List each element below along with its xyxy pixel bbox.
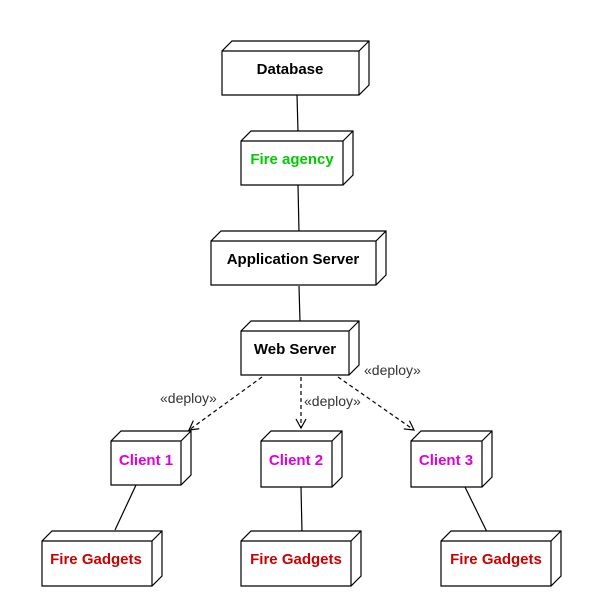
client2-to-gadgets-line bbox=[300, 486, 303, 533]
client1-to-gadgets-line bbox=[114, 484, 137, 531]
web-server-node[interactable]: Web Server bbox=[240, 320, 360, 376]
fire-gadgets-3-label: Fire Gadgets bbox=[450, 551, 542, 568]
client-2-node[interactable]: Client 2 bbox=[260, 430, 343, 488]
fire-gadgets-2-node[interactable]: Fire Gadgets bbox=[240, 530, 362, 587]
client-1-label: Client 1 bbox=[119, 452, 173, 469]
deploy-arrow-client1 bbox=[188, 376, 263, 431]
deploy-arrows bbox=[188, 376, 416, 431]
client-2-label: Client 2 bbox=[269, 452, 323, 469]
fire-gadgets-1-node[interactable]: Fire Gadgets bbox=[41, 530, 163, 587]
fire-gadgets-1-label: Fire Gadgets bbox=[50, 551, 142, 568]
fire-agency-label: Fire agency bbox=[250, 151, 334, 168]
database-label: Database bbox=[257, 61, 324, 78]
deploy-label-3: «deploy» bbox=[364, 362, 421, 378]
database-node[interactable]: Database bbox=[221, 40, 370, 96]
fire-agency-to-app-server-line bbox=[297, 184, 300, 233]
client-1-node[interactable]: Client 1 bbox=[110, 430, 192, 486]
deploy-label-2: «deploy» bbox=[304, 393, 361, 409]
deploy-arrow-client3 bbox=[337, 376, 416, 431]
database-to-fire-agency-line bbox=[296, 94, 299, 132]
app-server-to-web-server-line bbox=[298, 285, 301, 323]
fire-gadgets-3-node[interactable]: Fire Gadgets bbox=[440, 530, 562, 587]
deploy-label-1: «deploy» bbox=[160, 390, 217, 406]
client-3-label: Client 3 bbox=[419, 452, 473, 469]
fire-agency-node[interactable]: Fire agency bbox=[240, 130, 354, 186]
application-server-node[interactable]: Application Server bbox=[210, 230, 387, 286]
fire-gadgets-2-label: Fire Gadgets bbox=[250, 551, 342, 568]
client3-to-gadgets-line bbox=[464, 486, 488, 533]
web-server-label: Web Server bbox=[254, 341, 336, 358]
connectors bbox=[114, 94, 488, 533]
application-server-label: Application Server bbox=[227, 251, 360, 268]
client-3-node[interactable]: Client 3 bbox=[410, 430, 493, 488]
